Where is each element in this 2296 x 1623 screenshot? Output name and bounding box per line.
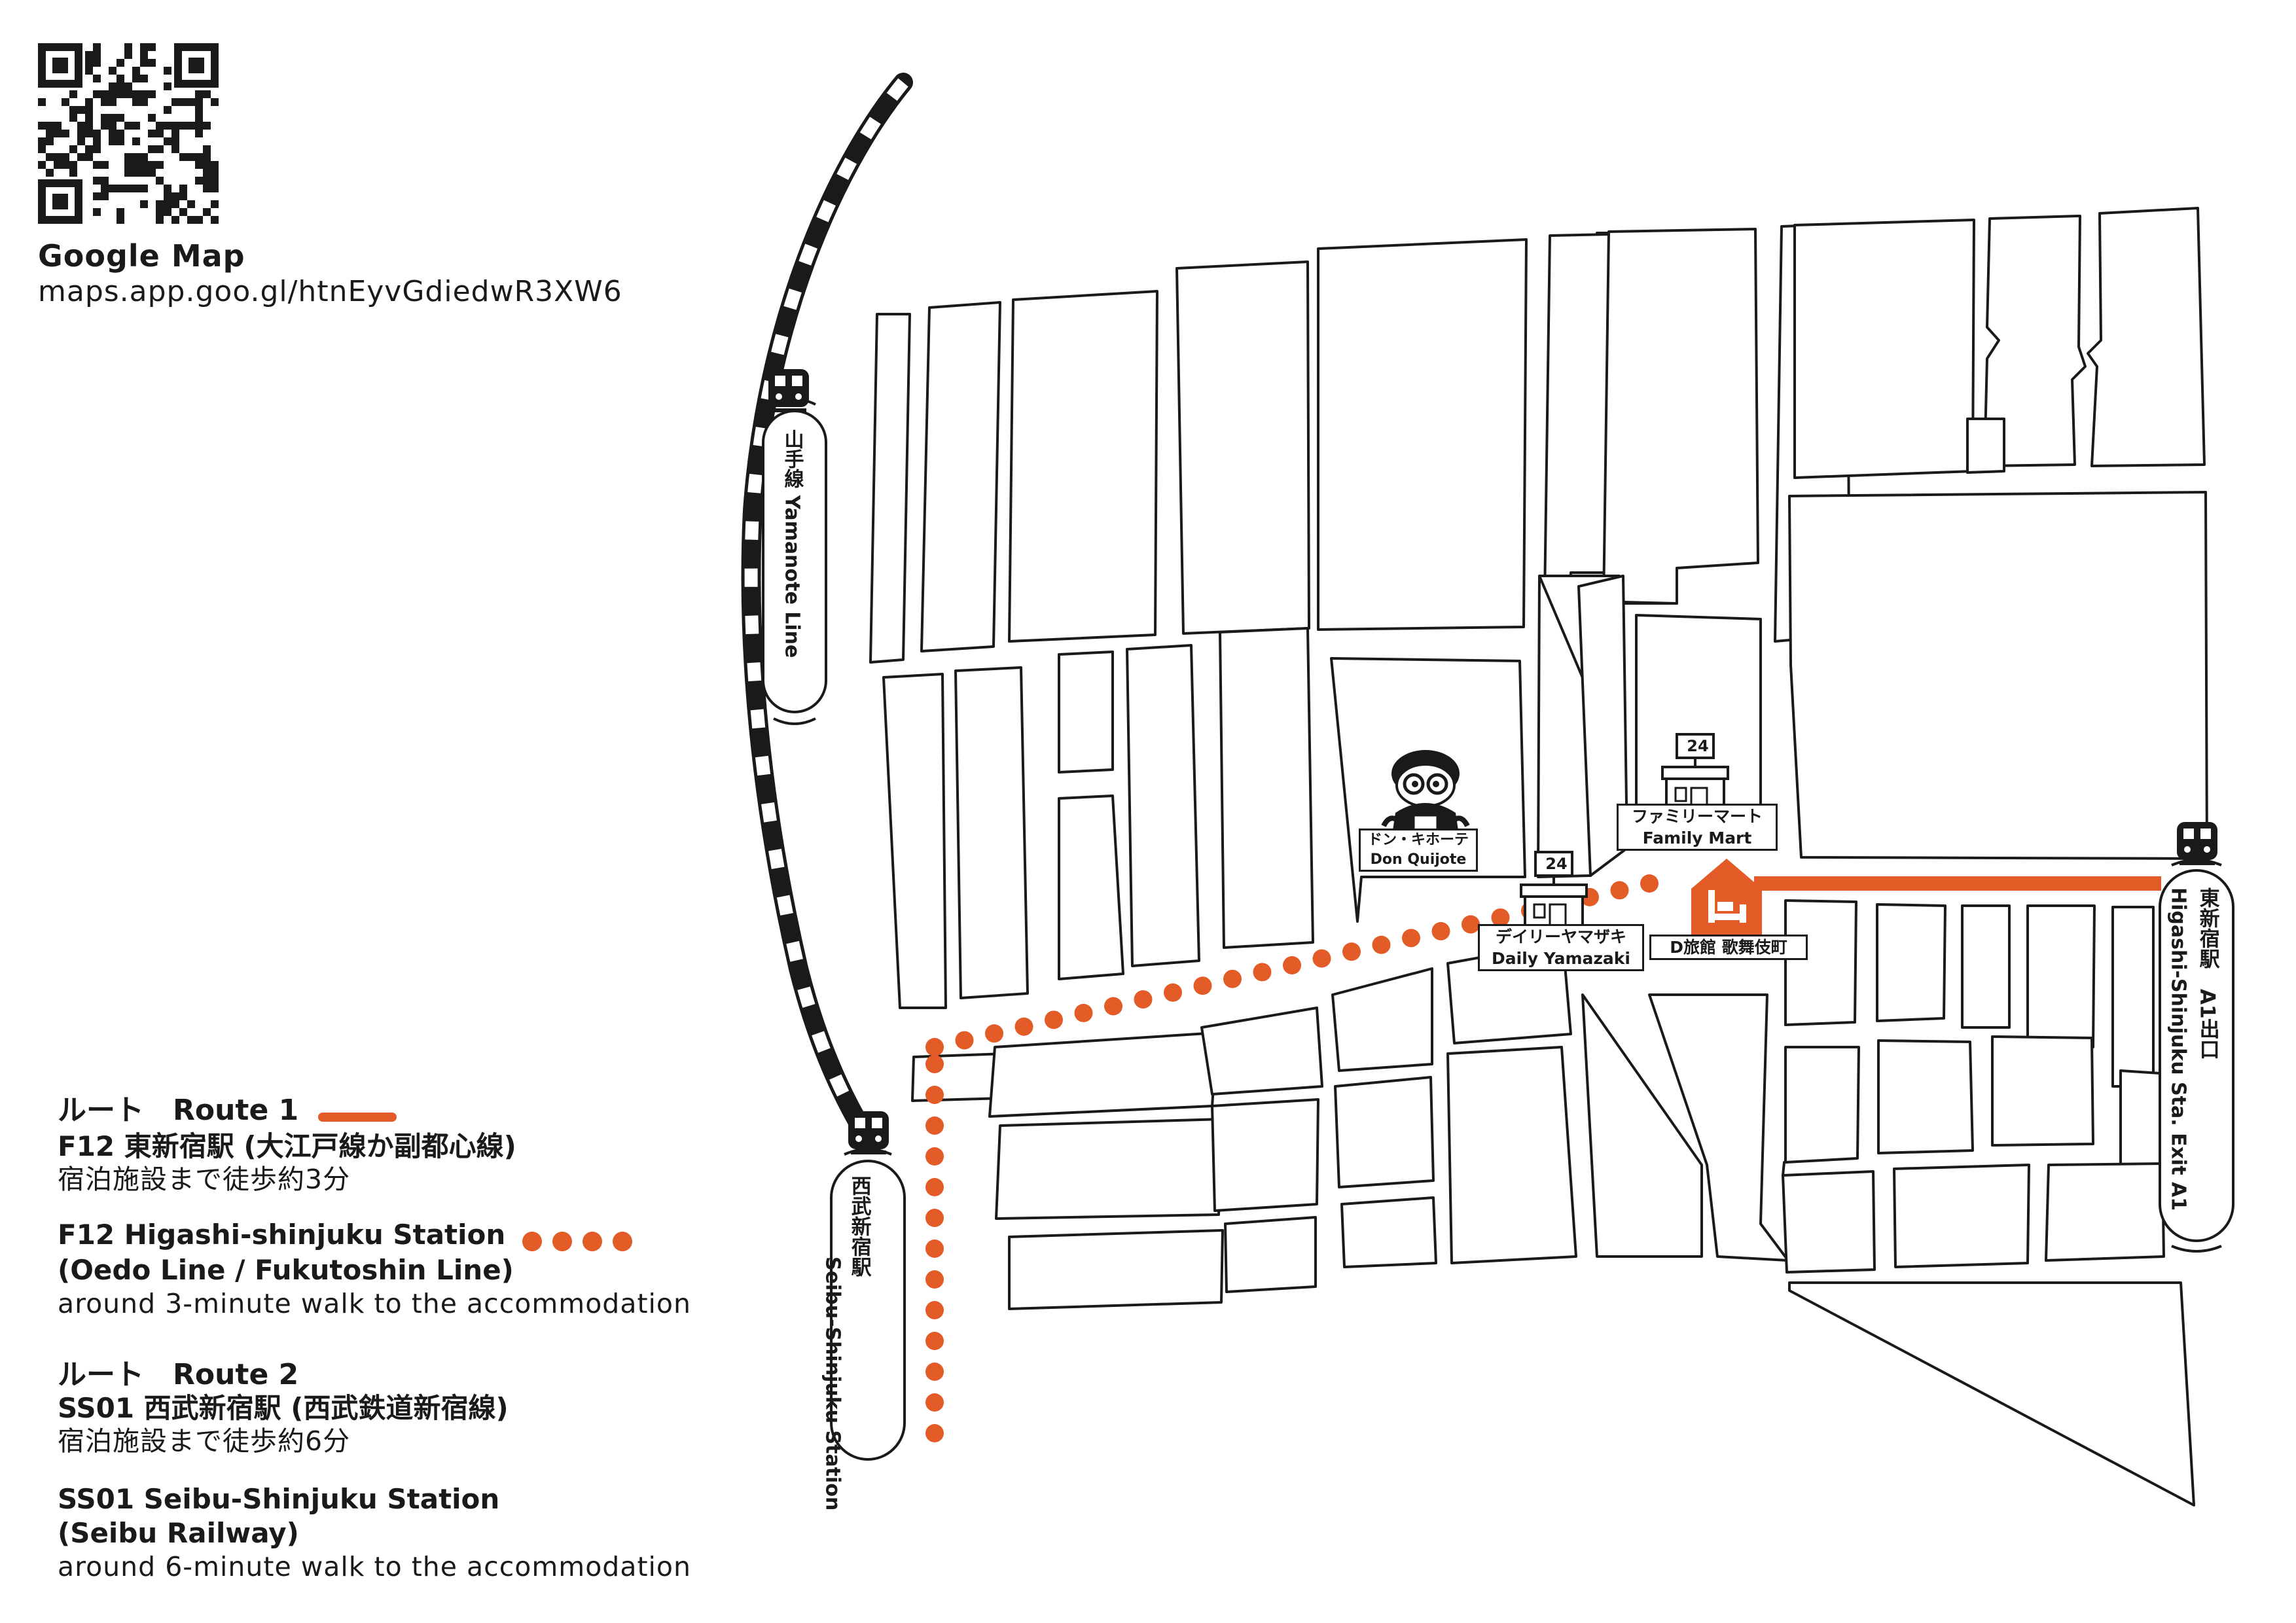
route-2-dot: [1372, 935, 1391, 954]
route-2-dot: [925, 1393, 944, 1412]
route-2-dot: [1253, 963, 1272, 982]
route-2-dot: [925, 1209, 944, 1227]
train-icon: [2177, 822, 2217, 865]
route-1-legend: ルート Route 1: [58, 1086, 397, 1128]
route-2-dot: [1342, 942, 1361, 961]
don-quijote-label[interactable]: ドン・キホーテ Don Quijote: [1359, 829, 1478, 872]
daily-yamazaki-ja: デイリーヤマザキ: [1495, 927, 1626, 946]
route-2-dot: [925, 1332, 944, 1350]
daily-yamazaki-24h: 24: [1545, 855, 1568, 873]
city-blocks: [869, 207, 2208, 1507]
route-2-dot: [1402, 929, 1420, 948]
google-map-url[interactable]: maps.app.goo.gl/htnEyvGdiedwR3XW6: [38, 275, 622, 308]
accommodation-label[interactable]: D旅館 歌舞伎町: [1649, 935, 1808, 960]
google-map-title: Google Map: [38, 238, 245, 274]
family-mart-ja: ファミリーマート: [1631, 807, 1763, 826]
seibu-station-label-en: Seibu-Shinjuku Station: [821, 1257, 844, 1510]
route-1-line-swatch: [318, 1112, 397, 1122]
train-icon: [768, 369, 809, 412]
qr-code-icon: [38, 43, 219, 224]
don-quijote-ja: ドン・キホーテ: [1367, 832, 1469, 848]
route-2-en-lines: (Seibu Railway): [58, 1517, 299, 1549]
seibu-ja-text: 西武新宿駅: [847, 1175, 871, 1277]
route-2-dot: [1014, 1017, 1033, 1036]
route-2-dot: [925, 1424, 944, 1442]
yamanote-line-label: 山手線 Yamanote Line: [780, 429, 804, 658]
route-2-dot: [925, 1270, 944, 1289]
family-mart-label[interactable]: ファミリーマート Family Mart: [1617, 804, 1778, 851]
family-mart-24h: 24: [1687, 737, 1709, 755]
route-2-dot: [985, 1024, 1003, 1043]
route-2-dot: [1640, 874, 1659, 893]
route-2-dot: [925, 1086, 944, 1104]
route-1-en-station: F12 Higashi-shinjuku Station: [58, 1219, 506, 1251]
route-2-dot: [1462, 915, 1480, 934]
route-2-dot: [1223, 969, 1242, 988]
higashi-station-label-ja: 東新宿駅 A1出口: [2195, 887, 2219, 1060]
route-2-dot: [925, 1178, 944, 1196]
seibu-station-label-ja: 西武新宿駅: [847, 1175, 871, 1277]
route-1-ja-walk: 宿泊施設まで徒歩約3分: [58, 1164, 351, 1195]
train-icon: [848, 1111, 889, 1154]
route-2-dot: [1610, 881, 1629, 900]
route-2-en-walk: around 6-minute walk to the accommodatio…: [58, 1551, 691, 1582]
route-2-en-station: SS01 Seibu-Shinjuku Station: [58, 1483, 500, 1515]
route-2-dot: [955, 1031, 974, 1050]
route-2-dot: [1491, 908, 1510, 927]
yamanote-railway: [741, 73, 913, 1142]
route-2-dot: [925, 1038, 944, 1056]
seibu-en-text: Seibu-Shinjuku Station: [821, 1257, 844, 1511]
route-dots-swatch: [522, 1231, 643, 1251]
route-2-dot: [925, 1363, 944, 1381]
route-1-en-walk: around 3-minute walk to the accommodatio…: [58, 1288, 691, 1319]
daily-yamazaki-label[interactable]: デイリーヤマザキ Daily Yamazaki: [1478, 924, 1644, 971]
seibu-station-capsule[interactable]: [830, 1148, 906, 1461]
route-2-heading: ルート Route 2: [58, 1358, 299, 1391]
route-2-ja-walk: 宿泊施設まで徒歩約6分: [58, 1425, 351, 1457]
hotel-bed-icon[interactable]: [1691, 859, 1762, 936]
route-2-dot: [1074, 1003, 1093, 1022]
route-1-heading: ルート Route 1: [58, 1094, 299, 1127]
higashi-en-text: Higashi-Shinjuku Sta. Exit A1: [2166, 887, 2190, 1211]
route-2-dot: [925, 1147, 944, 1166]
route-2-dot: [925, 1301, 944, 1319]
route-2-dot: [1164, 983, 1182, 1002]
route-2-dot: [1431, 921, 1450, 940]
family-mart-en: Family Mart: [1642, 829, 1752, 847]
route-2-dot: [1193, 976, 1212, 995]
route-2-dotted-path: [925, 874, 1659, 1442]
route-1-ja-station: F12 東新宿駅 (大江戸線か副都心線): [58, 1130, 516, 1162]
higashi-ja-text: 東新宿駅 A1出口: [2195, 887, 2219, 1060]
convenience-store-icon: [1520, 851, 1588, 931]
route-2-dot: [1312, 949, 1331, 968]
daily-yamazaki-en: Daily Yamazaki: [1492, 949, 1630, 968]
route-2-dot: [1045, 1010, 1063, 1029]
route-2-dot: [1104, 997, 1122, 1016]
don-quijote-en: Don Quijote: [1370, 851, 1467, 868]
route-2-dot: [925, 1055, 944, 1073]
route-2-dot: [1283, 956, 1301, 974]
route-1-en-station-row: F12 Higashi-shinjuku Station: [58, 1219, 643, 1251]
route-2-dot: [925, 1240, 944, 1258]
route-1-en-lines: (Oedo Line / Fukutoshin Line): [58, 1254, 514, 1286]
route-2-ja-station: SS01 西武新宿駅 (西武鉄道新宿線): [58, 1392, 509, 1424]
higashi-station-capsule[interactable]: [2159, 859, 2234, 1253]
higashi-station-label-en: Higashi-Shinjuku Sta. Exit A1: [2166, 887, 2190, 1211]
route-2-dot: [925, 1116, 944, 1135]
route-2-dot: [1134, 990, 1153, 1009]
